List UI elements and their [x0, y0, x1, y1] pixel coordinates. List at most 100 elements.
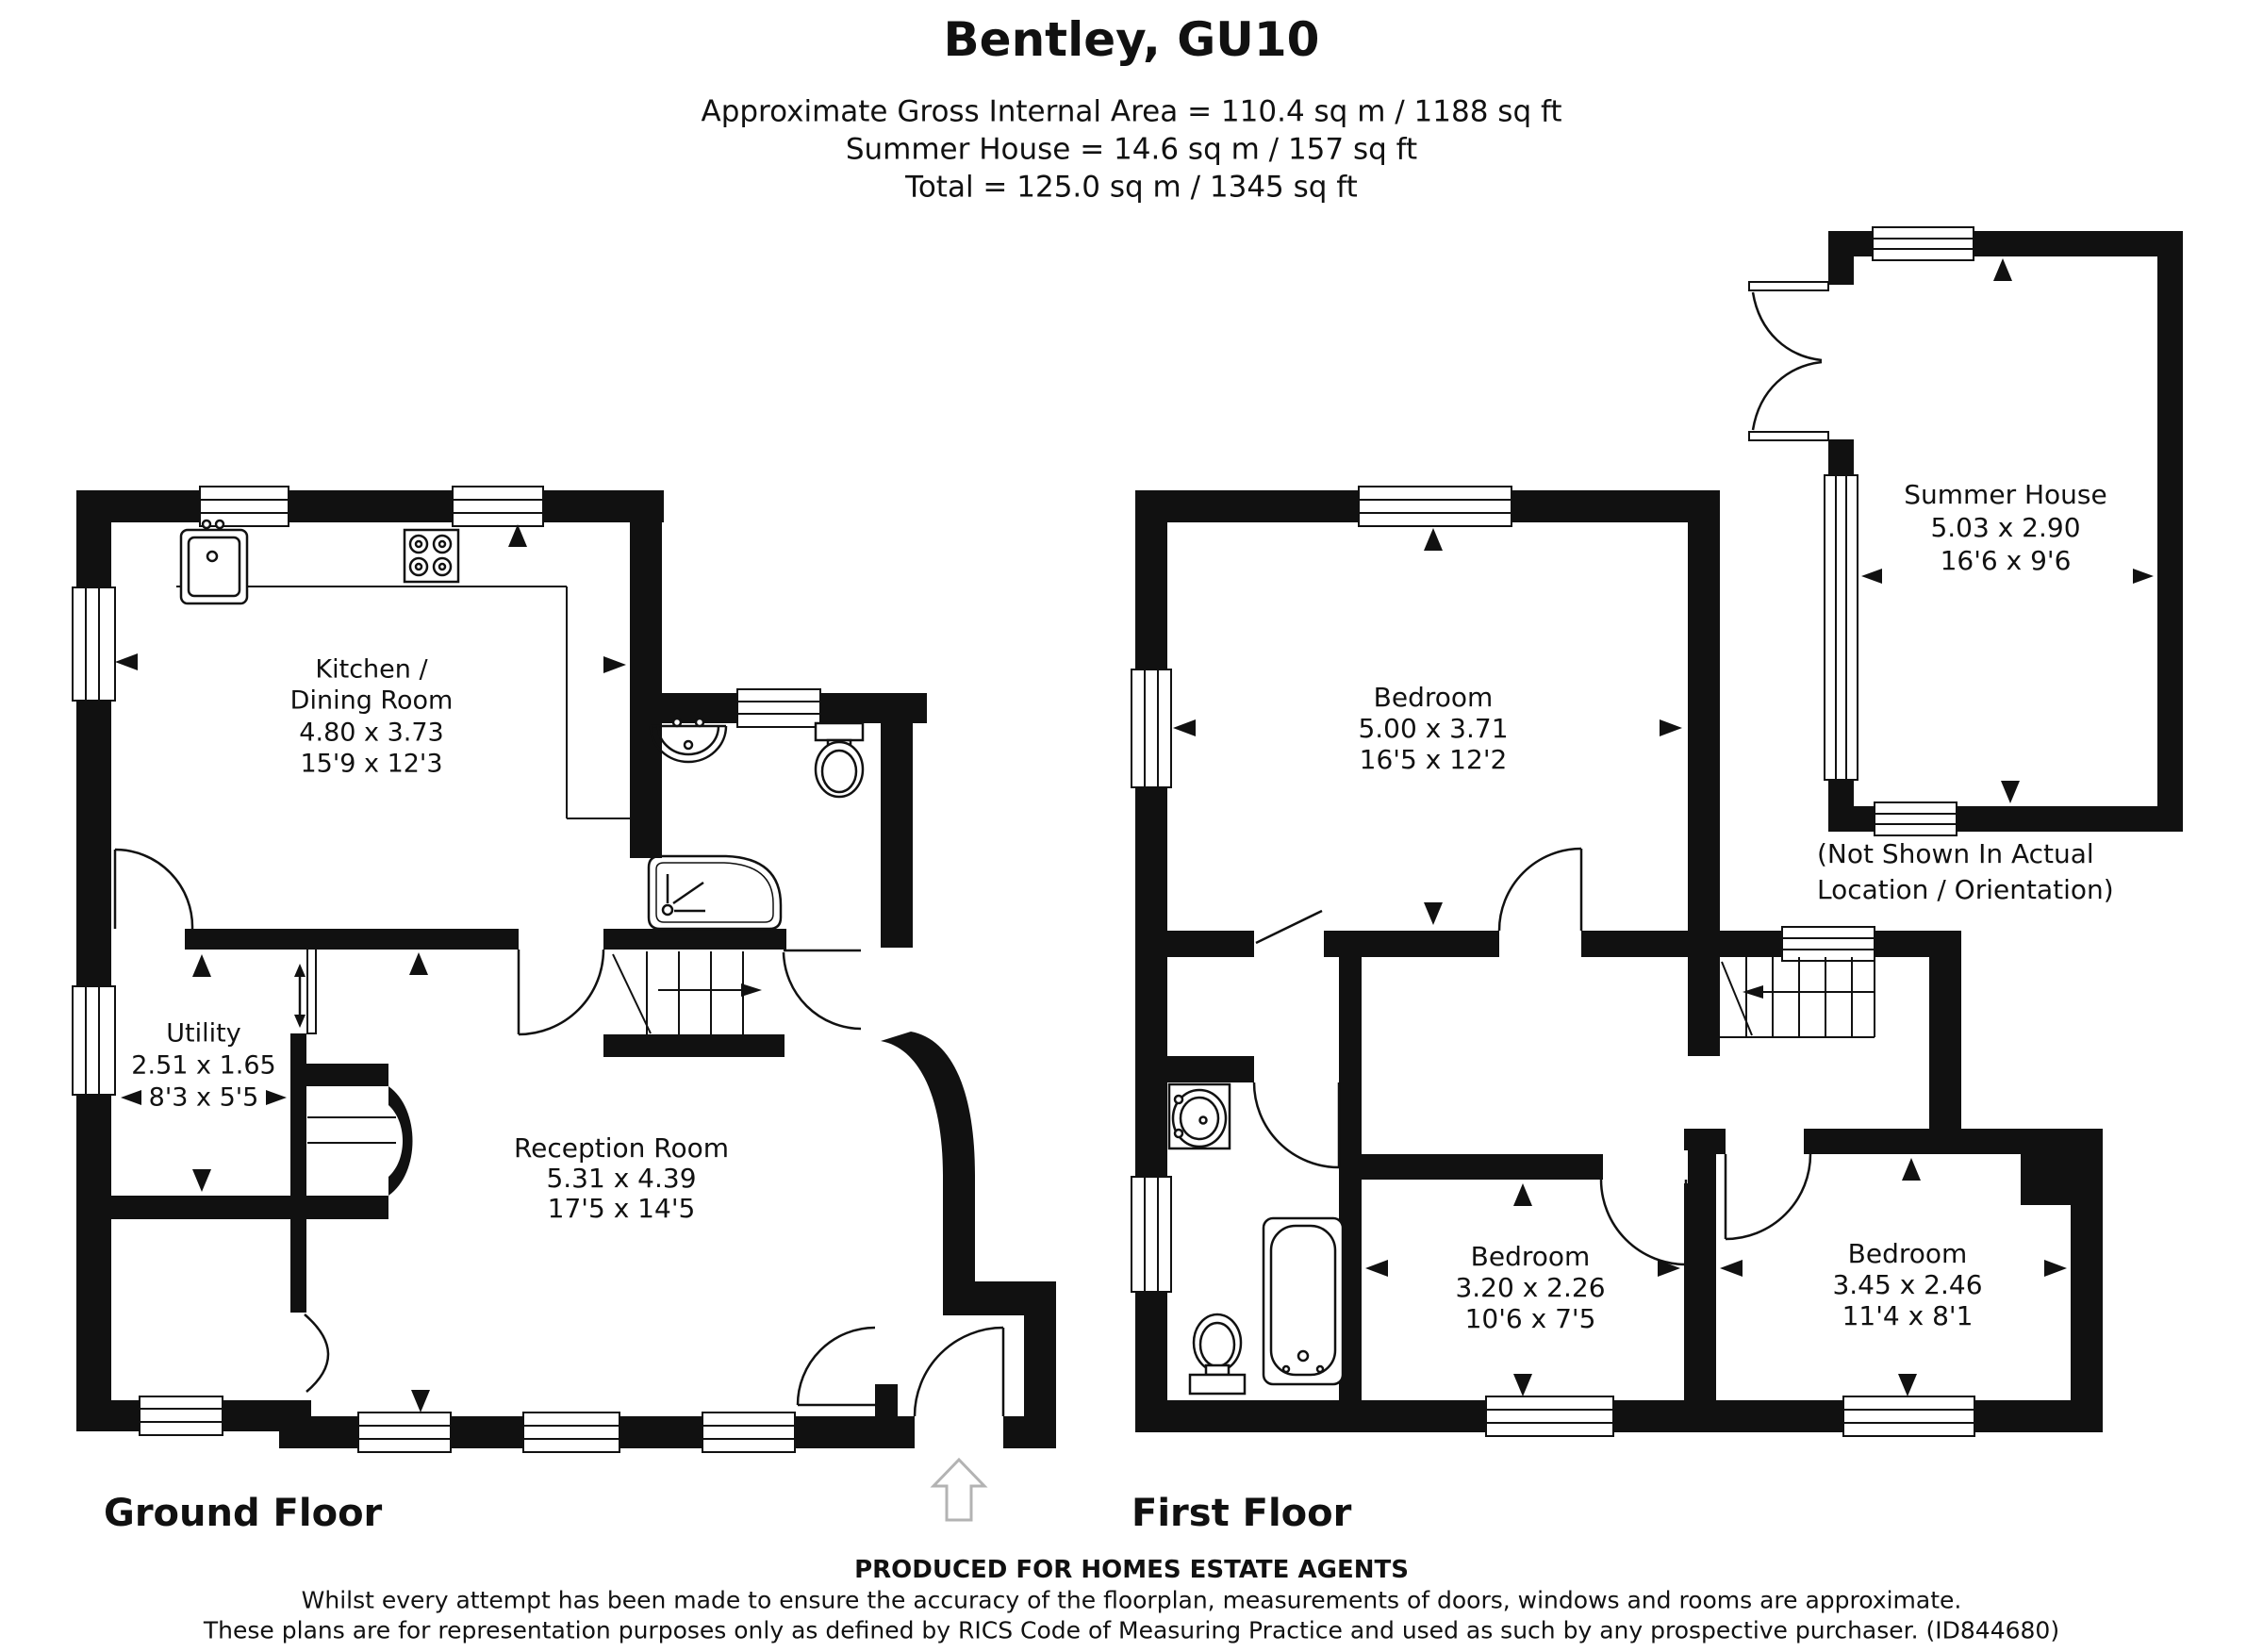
door-icon [517, 949, 605, 1036]
dim-arrow-up-icon [1993, 258, 2012, 281]
sh-dimension-arrows [1861, 258, 2154, 803]
ff-wall-openings [1254, 927, 1688, 1183]
toilet-icon [1188, 1313, 1247, 1396]
bedroom2-label-name: Bedroom [1470, 1241, 1591, 1272]
gf-doors [113, 848, 1005, 1417]
area-line-1: Approximate Gross Internal Area = 110.4 … [701, 94, 1562, 129]
gf-windows [72, 486, 821, 1453]
dim-arrow-left-icon [121, 1090, 141, 1105]
shower-tray-icon [647, 854, 783, 931]
gf-dimension-arrows [115, 524, 626, 1412]
dim-arrow-up-icon [1902, 1158, 1921, 1181]
dim-arrow-down-icon [1424, 902, 1443, 925]
dim-arrow-left-icon [1365, 1260, 1388, 1277]
page-title: Bentley, GU10 [943, 12, 1320, 67]
dim-arrow-right-icon [603, 656, 626, 673]
utility-label-imperial: 8'3 x 5'5 [148, 1082, 259, 1113]
window-icon [1131, 669, 1172, 788]
footer-disclaimer-1: Whilst every attempt has been made to en… [301, 1586, 1962, 1614]
bedroom3-label-imperial: 11'4 x 8'1 [1842, 1300, 1974, 1331]
utility-label-name: Utility [166, 1018, 241, 1049]
gf-shower-fixtures [647, 717, 865, 931]
dim-arrow-left-icon [1861, 569, 1882, 584]
basin-icon [649, 717, 728, 764]
window-icon [199, 486, 289, 527]
dim-arrow-up-icon [1424, 528, 1443, 551]
kitchen-label-line1: Kitchen / [315, 654, 428, 685]
door-icon [1599, 1179, 1688, 1266]
bedroom1-label-imperial: 16'5 x 12'2 [1359, 744, 1508, 775]
dim-arrow-right-icon [266, 1090, 287, 1105]
dim-arrow-up-icon [1513, 1183, 1532, 1206]
window-icon [452, 486, 544, 527]
bedroom2-label-metric: 3.20 x 2.26 [1455, 1272, 1606, 1303]
dim-arrow-down-icon [192, 1169, 211, 1192]
window-icon [736, 688, 821, 728]
gf-kitchen-fixtures [179, 519, 460, 605]
window-icon [1131, 1176, 1172, 1293]
reception-label-name: Reception Room [513, 1132, 730, 1164]
dim-arrow-left-icon [1720, 1260, 1743, 1277]
dim-arrow-down-icon [2001, 781, 2020, 803]
sh-windows [1824, 226, 1974, 836]
window-icon [1824, 474, 1858, 781]
kitchen-label-line2: Dining Room [289, 686, 454, 716]
dim-arrow-right-icon [2133, 569, 2154, 584]
dim-arrow-up-icon [409, 952, 428, 975]
dim-arrow-up-icon [508, 524, 527, 547]
bedroom3-label-metric: 3.45 x 2.46 [1832, 1269, 1983, 1300]
gf-stairs [612, 951, 762, 1034]
sh-doors [1748, 281, 1829, 441]
dim-arrow-down-icon [1898, 1374, 1917, 1396]
ff-windows [1131, 486, 1975, 1437]
dim-arrow-right-icon [2044, 1260, 2067, 1277]
window-icon [139, 1396, 223, 1436]
footer-disclaimer-2: These plans are for representation purpo… [203, 1616, 2060, 1644]
door-icon [113, 848, 194, 930]
front-door-icon [913, 1326, 1005, 1417]
french-doors-icon [1748, 281, 1829, 441]
door-icon [1252, 1082, 1341, 1169]
reception-label-imperial: 17'5 x 14'5 [547, 1193, 696, 1224]
kitchen-label-imperial: 15'9 x 12'3 [300, 749, 443, 779]
toilet-icon [814, 721, 865, 799]
window-icon [1872, 226, 1974, 261]
door-icon [782, 949, 862, 1031]
dim-arrow-down-icon [411, 1390, 430, 1412]
ff-dimension-arrows [1173, 528, 2067, 1396]
door-icon [1724, 1153, 1812, 1241]
area-line-3: Total = 125.0 sq m / 1345 sq ft [905, 170, 1358, 205]
kitchen-label-metric: 4.80 x 3.73 [299, 718, 444, 748]
door-icon [796, 1326, 876, 1407]
summer-house-label-metric: 5.03 x 2.90 [1930, 512, 2081, 543]
window-icon [1842, 1396, 1975, 1437]
window-icon [1485, 1396, 1614, 1437]
bedroom3-label-name: Bedroom [1847, 1238, 1968, 1269]
reception-label-metric: 5.31 x 4.39 [546, 1163, 697, 1194]
window-icon [72, 985, 116, 1096]
bedroom1-label-metric: 5.00 x 3.71 [1358, 713, 1509, 744]
ff-doors [1252, 847, 1812, 1266]
window-icon [357, 1412, 452, 1453]
ff-stairs [1720, 957, 1875, 1038]
bedroom1-label-name: Bedroom [1373, 682, 1494, 713]
area-line-2: Summer House = 14.6 sq m / 157 sq ft [845, 132, 1418, 167]
dim-arrow-right-icon [1660, 719, 1682, 736]
dim-arrow-left-icon [1173, 719, 1196, 736]
window-icon [1358, 486, 1512, 527]
dim-arrow-right-icon [1658, 1260, 1680, 1277]
summer-house-note-line2: Location / Orientation) [1817, 874, 2114, 905]
ff-bathroom-fixtures [1167, 1082, 1345, 1396]
window-icon [1874, 801, 1957, 836]
dim-arrow-up-icon [192, 954, 211, 977]
hob-icon [403, 528, 460, 584]
dim-arrow-left-icon [115, 653, 138, 670]
gf-chimney [307, 1086, 413, 1196]
window-icon [72, 586, 116, 702]
summer-house-label-imperial: 16'6 x 9'6 [1940, 545, 2072, 576]
utility-label-metric: 2.51 x 1.65 [131, 1050, 276, 1081]
summer-house-label-name: Summer House [1904, 479, 2107, 510]
bathtub-icon [1262, 1216, 1345, 1386]
